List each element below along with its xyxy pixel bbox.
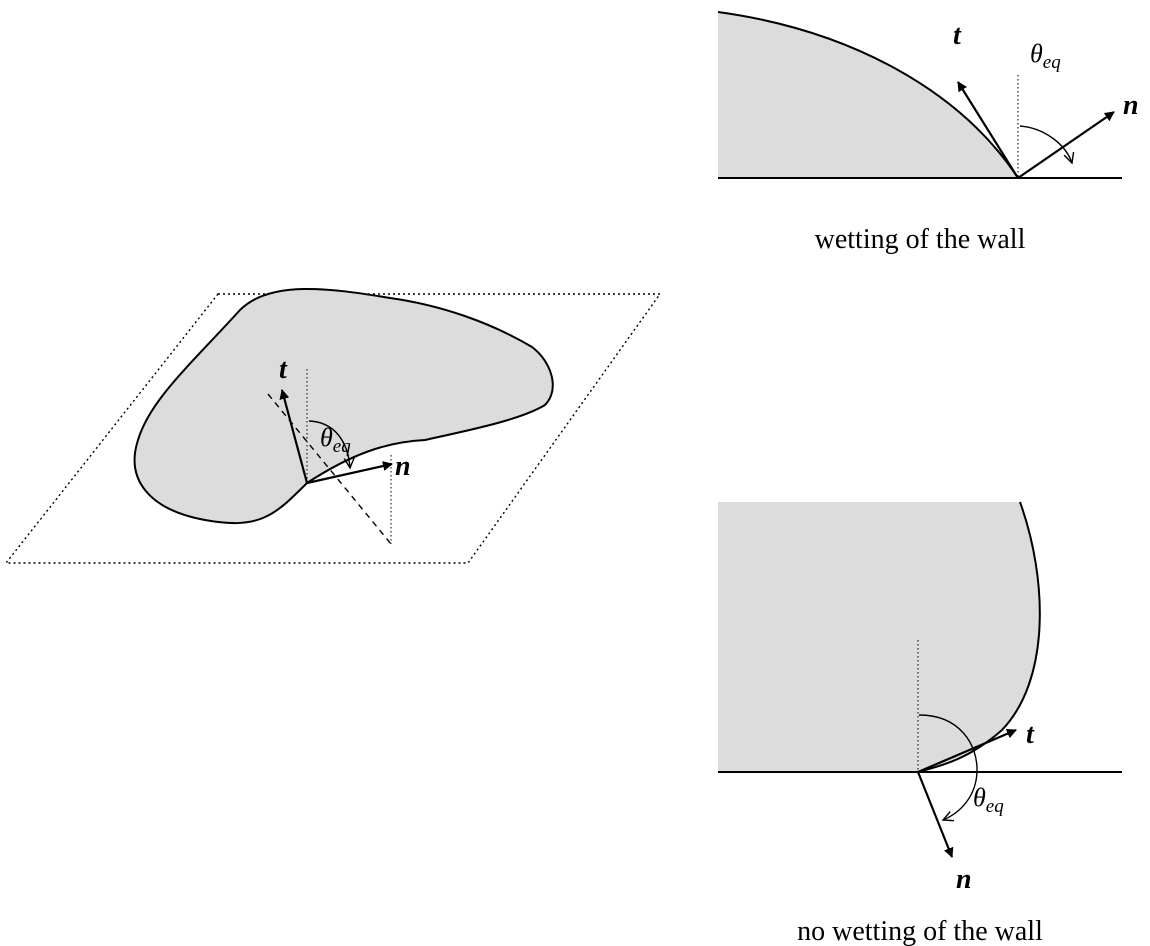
wetting-caption: wetting of the wall [815,224,1026,255]
contact-angle-arc [308,420,350,468]
tangent-vector-arrow [957,81,1019,179]
non-wetting-droplet-shape [718,502,1040,772]
panel-3d-droplet: t n θeq [4,287,662,564]
tangent-vector-arrow [917,728,1017,774]
no-wetting-caption: no wetting of the wall [797,916,1043,946]
normal-vector-label: n [1123,90,1139,121]
contact-angle-arc [918,714,978,820]
normal-vector-label: n [395,451,411,482]
tangent-vector-label: t [953,20,962,51]
panel-no-wetting: t n θeq no wetting of the wall [718,501,1122,946]
contact-angle-label: θeq [1030,39,1061,73]
tangent-vector-label: t [279,354,288,385]
wetting-droplet-shape [718,12,1018,178]
non-wetting-droplet-interface [917,501,1041,773]
wetting-droplet-interface [717,11,1019,179]
normal-vector-label: n [956,864,972,895]
contact-angle-label: θeq [320,423,351,457]
normal-vector-arrow [1017,111,1115,179]
panel-wetting: t n θeq wetting of the wall [717,11,1139,255]
tangent-vector-label: t [1026,719,1035,750]
contact-angle-label: θeq [973,783,1004,817]
droplet-3d-shape [133,287,554,524]
normal-vector-arrow [916,771,954,858]
contact-angle-arc [1019,125,1072,163]
normal-vector-arrow [306,461,393,485]
tangent-vector-arrow [279,389,309,484]
